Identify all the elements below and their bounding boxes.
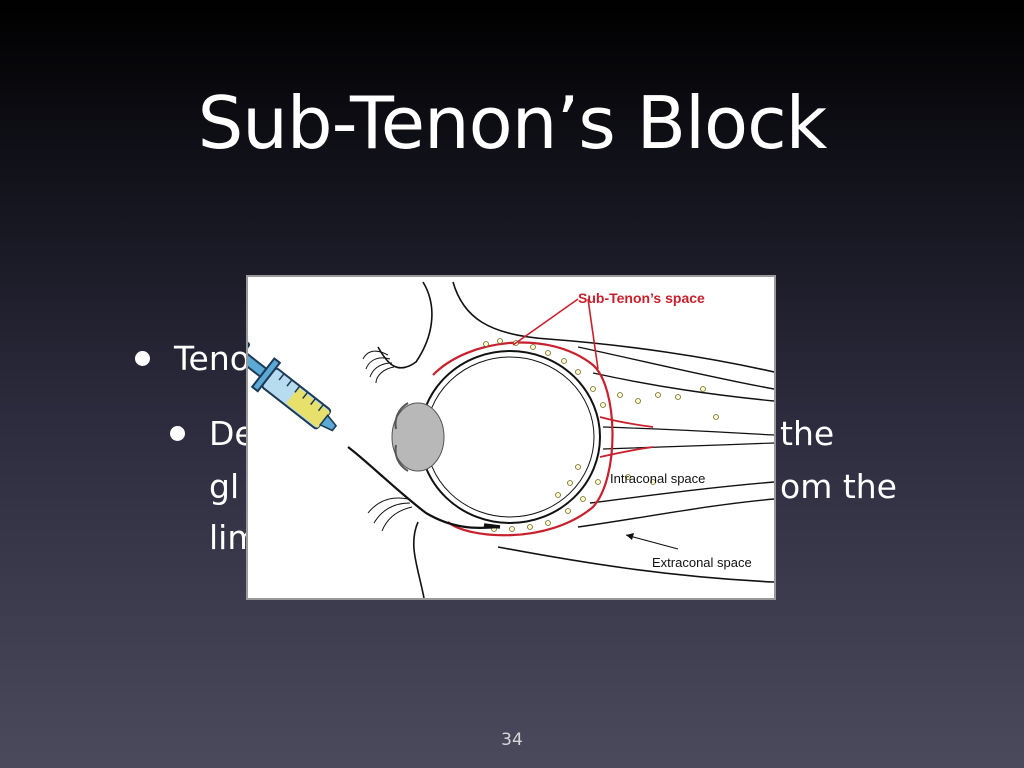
inferior-muscle <box>577 498 774 528</box>
upper-eyelashes <box>362 350 395 384</box>
optic-nerve-lower <box>602 442 774 450</box>
brow-outline <box>452 281 774 373</box>
extraconal-label: Extraconal space <box>652 555 752 570</box>
superior-muscle-inner <box>592 372 774 402</box>
bullet-dot <box>135 351 150 366</box>
fat-globules <box>483 338 719 532</box>
eye-diagram: Sub-Tenon’s space Intraconal space Extra… <box>246 275 776 600</box>
bullet-text: Teno <box>174 339 250 378</box>
sub-tenon-leader-2 <box>587 298 599 370</box>
iris-lower <box>394 444 409 472</box>
lower-lid-outline <box>412 521 425 598</box>
inferior-muscle-inner <box>589 481 774 504</box>
tenon-capsule-posterior <box>599 416 654 458</box>
sub-tenon-leader <box>512 298 579 346</box>
syringe-icon <box>248 339 338 432</box>
cannula-tip <box>483 523 501 529</box>
lower-eyelashes <box>367 497 413 532</box>
eye-diagram-svg: Sub-Tenon’s space Intraconal space Extra… <box>248 281 774 598</box>
sub-tenon-label: Sub-Tenon’s space <box>578 290 705 306</box>
sub-bullet-dot <box>170 426 185 441</box>
optic-nerve <box>602 426 774 436</box>
upper-lid-outline <box>377 281 433 369</box>
globe <box>419 350 601 524</box>
slide-number: 34 <box>501 730 523 750</box>
extraconal-arrowhead <box>626 533 634 540</box>
intraconal-label: Intraconal space <box>610 471 705 486</box>
slide-title: Sub-Tenon’s Block <box>197 81 828 165</box>
cannula <box>347 446 499 529</box>
tenon-capsule <box>432 341 614 537</box>
iris-upper <box>394 402 409 430</box>
sub-bullet-line-2: gl <box>209 467 240 506</box>
sub-bullet-line-2-right: om the <box>780 467 897 506</box>
extraconal-leader <box>625 534 679 550</box>
superior-muscle <box>577 346 774 390</box>
lens <box>391 402 445 472</box>
sub-bullet-text-right: the <box>780 414 835 453</box>
orbit-floor-outline <box>497 546 774 583</box>
